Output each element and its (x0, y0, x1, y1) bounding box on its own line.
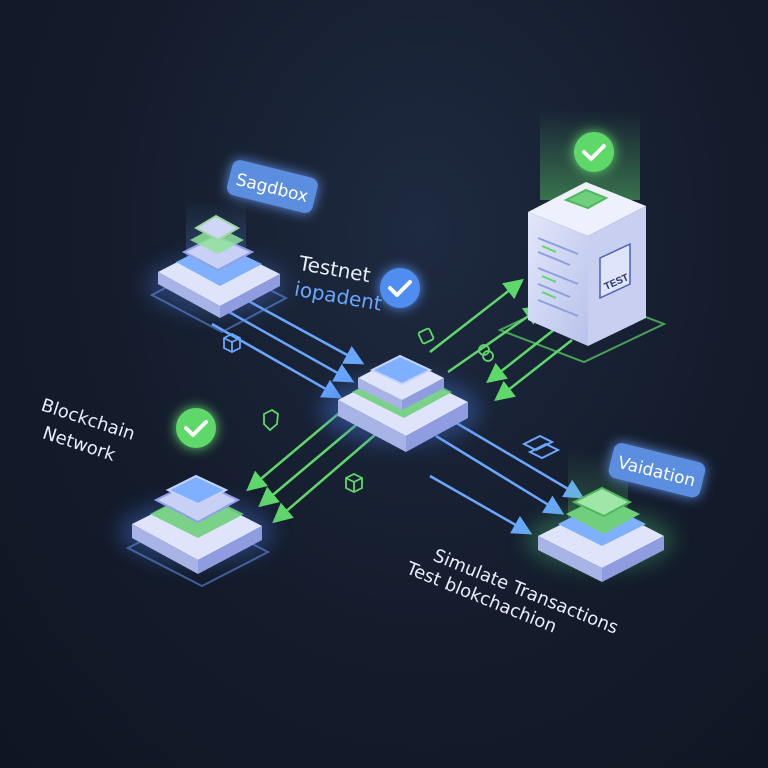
blockchain-node[interactable] (118, 474, 274, 588)
blockchain-label-group: Blockchain Network (38, 395, 137, 466)
validation-node[interactable] (526, 450, 674, 582)
test-server[interactable]: TEST (497, 110, 667, 364)
testnet-sub-label: iopadent (293, 277, 384, 316)
lock-icon (417, 327, 435, 345)
hub-node[interactable] (320, 354, 480, 452)
check-icon (574, 132, 614, 172)
check-icon (380, 268, 420, 308)
test-badge-panel (599, 242, 631, 300)
cube-icon (345, 472, 363, 494)
shield-icon (263, 408, 279, 432)
link-icon (521, 434, 561, 460)
server-rack-lines (537, 237, 579, 317)
sandbox-node[interactable] (146, 200, 289, 334)
check-icon (176, 408, 216, 448)
cube-icon (223, 332, 241, 354)
connections (211, 278, 585, 535)
link-icon (478, 344, 494, 362)
testnet-label-group: Testnet iopadent (293, 251, 384, 316)
